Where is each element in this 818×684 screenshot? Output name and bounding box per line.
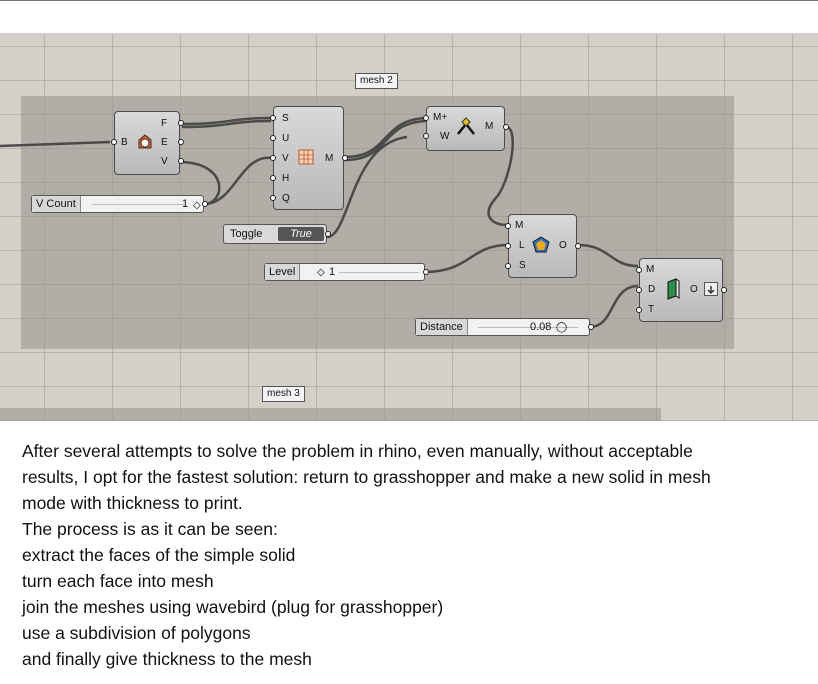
output-port[interactable] [342, 155, 348, 161]
port-label: W [440, 131, 450, 142]
slider-value: 1 [182, 198, 189, 210]
mesh-surface-component[interactable]: S U V H Q M [270, 106, 348, 210]
text-line: The process is as it can be seen: [22, 519, 278, 539]
text-line: use a subdivision of polygons [22, 623, 251, 643]
output-port[interactable] [202, 201, 208, 207]
wavebird-icon [455, 116, 477, 138]
port-label: O [559, 240, 567, 251]
boolean-toggle[interactable]: Toggle True [223, 224, 331, 244]
level-slider[interactable]: Level ◇ 1 [264, 263, 429, 281]
text-line: After several attempts to solve the prob… [22, 441, 693, 461]
text-line: extract the faces of the simple solid [22, 545, 296, 565]
port-label: S [282, 113, 289, 124]
slider-name: Level [265, 264, 301, 280]
output-port[interactable] [423, 269, 429, 275]
output-port[interactable] [178, 158, 184, 164]
slider-track[interactable] [478, 327, 578, 328]
input-port[interactable] [423, 133, 429, 139]
subdivision-icon [531, 235, 551, 255]
input-port[interactable] [270, 115, 276, 121]
text-line: and finally give thickness to the mesh [22, 649, 312, 669]
port-label: V [161, 156, 168, 167]
mesh3-label: mesh 3 [262, 386, 305, 402]
text-line: mode with thickness to print. [22, 493, 243, 513]
slider-track[interactable] [339, 272, 419, 273]
slider-track[interactable] [92, 204, 184, 205]
input-port[interactable] [111, 139, 117, 145]
port-label: M [646, 264, 655, 275]
port-label: E [161, 137, 168, 148]
mesh-grid-icon [296, 147, 316, 167]
input-port[interactable] [505, 263, 511, 269]
input-port[interactable] [270, 155, 276, 161]
output-port[interactable] [178, 120, 184, 126]
input-port[interactable] [636, 267, 642, 273]
port-label: V [282, 153, 289, 164]
thicken-mesh-component[interactable]: M D T O [636, 258, 727, 322]
input-port[interactable] [636, 307, 642, 313]
join-meshes-component[interactable]: M+ W M [423, 106, 509, 151]
output-port[interactable] [575, 243, 581, 249]
grasshopper-canvas[interactable]: mesh 2 mesh 3 B F E V S U V H Q M [0, 34, 818, 421]
port-label: L [519, 240, 525, 251]
description-text: After several attempts to solve the prob… [22, 438, 812, 672]
port-label: T [648, 304, 655, 315]
download-icon[interactable] [704, 282, 718, 296]
component-group-lower [0, 408, 661, 421]
deconstruct-brep-component[interactable]: B F E V [111, 111, 184, 175]
port-label: B [121, 137, 128, 148]
input-port[interactable] [270, 135, 276, 141]
text-line: turn each face into mesh [22, 571, 214, 591]
input-port[interactable] [270, 195, 276, 201]
toggle-name: Toggle [230, 228, 263, 240]
port-label: M [515, 220, 524, 231]
slider-value: 1 [329, 266, 336, 278]
port-label: D [648, 284, 656, 295]
slider-name: Distance [416, 319, 468, 335]
slider-handle-icon[interactable]: ◇ [317, 267, 325, 278]
text-line: results, I opt for the fastest solution:… [22, 467, 711, 487]
input-port[interactable] [636, 287, 642, 293]
output-port[interactable] [588, 324, 594, 330]
port-label: O [690, 284, 698, 295]
subdivision-component[interactable]: M L S O [505, 214, 581, 278]
toolbar-strip [0, 0, 818, 34]
input-port[interactable] [505, 223, 511, 229]
port-label: M [485, 121, 494, 132]
output-port[interactable] [503, 124, 509, 130]
distance-slider[interactable]: Distance 0.08 ◯ [415, 318, 594, 336]
port-label: Q [282, 193, 290, 204]
input-port[interactable] [505, 243, 511, 249]
brep-icon [135, 132, 155, 152]
wires [0, 116, 639, 329]
thicken-icon [664, 278, 682, 300]
slider-handle-icon[interactable]: ◇ [193, 200, 201, 211]
port-label: S [519, 260, 526, 271]
port-label: M+ [433, 112, 448, 123]
output-port[interactable] [178, 139, 184, 145]
toggle-state[interactable]: True [278, 227, 324, 241]
text-line: join the meshes using wavebird (plug for… [22, 597, 444, 617]
port-label: H [282, 173, 290, 184]
output-port[interactable] [325, 231, 331, 237]
output-port[interactable] [721, 287, 727, 293]
input-port[interactable] [270, 175, 276, 181]
slider-name: V Count [32, 196, 81, 212]
slider-handle-icon[interactable]: ◯ [556, 322, 568, 333]
port-label: M [325, 153, 334, 164]
vcount-slider[interactable]: V Count 1 ◇ [31, 195, 208, 213]
slider-value: 0.08 [530, 321, 552, 333]
port-label: F [161, 118, 168, 129]
input-port[interactable] [423, 115, 429, 121]
port-label: U [282, 133, 290, 144]
mesh2-label: mesh 2 [355, 73, 398, 89]
